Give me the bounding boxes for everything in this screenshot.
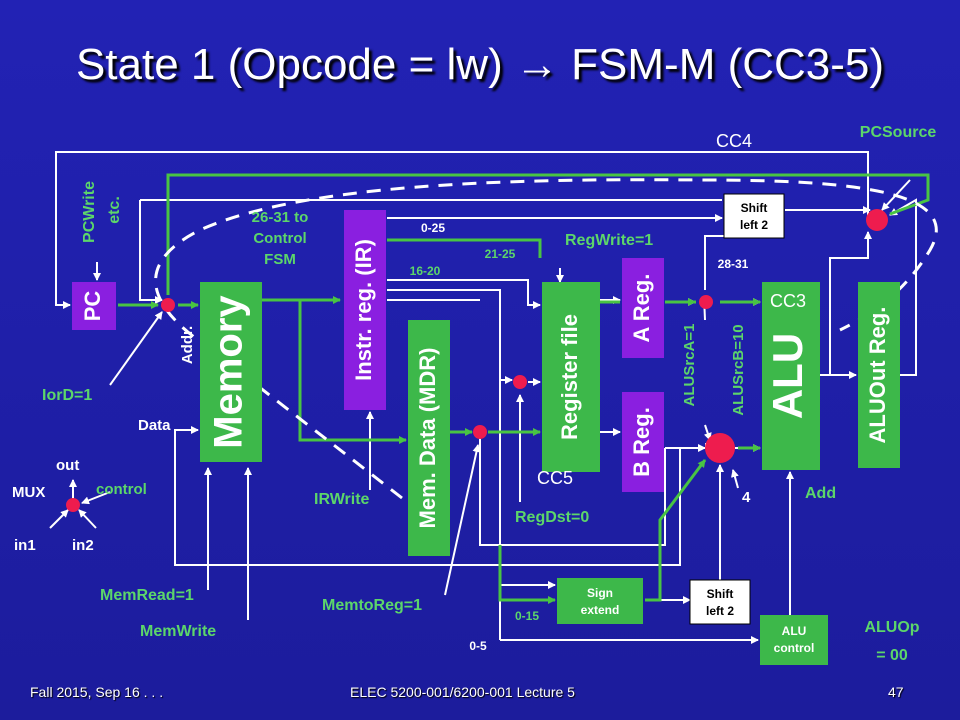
pc-block: PC — [72, 282, 116, 330]
bits-0-25-label: 0-25 — [421, 221, 445, 235]
pcsource-mux — [866, 209, 888, 231]
alu-control-block: ALU control — [760, 615, 828, 665]
alu-control-line2: control — [774, 641, 815, 655]
ir-label: Instr. reg. (IR) — [351, 239, 376, 381]
cc4-label: CC4 — [716, 131, 752, 151]
mdr-label: Mem. Data (MDR) — [415, 348, 440, 529]
aluop-line2: = 00 — [876, 647, 908, 664]
irwrite-label: IRWrite — [314, 491, 370, 508]
memtoreg-label: MemtoReg=1 — [322, 597, 422, 614]
sign-extend-line2: extend — [581, 603, 620, 617]
memwrite-label: MemWrite — [140, 623, 216, 640]
cc3-label: CC3 — [770, 291, 806, 311]
addr-label: Addr. — [179, 326, 196, 364]
register-file-label: Register file — [557, 314, 582, 440]
shift-left-top-block: Shift left 2 — [723, 193, 785, 239]
green-wires — [118, 173, 930, 604]
to-control-line3: FSM — [264, 251, 296, 268]
footer-date: Fall 2015, Sep 16 . . . — [30, 684, 164, 700]
memory-block: Memory — [200, 282, 262, 462]
bits-0-15-label: 0-15 — [515, 609, 539, 623]
slide-title: State 1 (Opcode = lw) → FSM-M (CC3-5) — [75, 40, 885, 89]
shift-top-line1: Shift — [741, 201, 768, 215]
b-reg-block: B Reg. — [622, 392, 664, 492]
mux-legend: out MUX control in1 in2 — [12, 457, 147, 554]
bits-28-31-label: 28-31 — [718, 257, 749, 271]
iord-mux — [161, 298, 175, 312]
alusrca-mux — [699, 295, 713, 309]
legend-in2: in2 — [72, 537, 94, 554]
muxes — [66, 209, 888, 512]
shift-left-bottom-block: Shift left 2 — [689, 579, 751, 625]
sign-extend-block: Sign extend — [557, 578, 643, 624]
aluout-label: ALUOut Reg. — [865, 307, 890, 444]
b-reg-label: B Reg. — [629, 407, 654, 477]
state-path-dashed — [154, 178, 938, 500]
legend-in1: in1 — [14, 537, 36, 554]
legend-mux-label: MUX — [12, 484, 45, 501]
bits-21-25-label: 21-25 — [485, 247, 516, 261]
legend-mux — [66, 498, 80, 512]
alusrca-label: ALUSrcA=1 — [681, 324, 698, 407]
iord-label: IorD=1 — [42, 387, 92, 404]
legend-control: control — [96, 481, 147, 498]
bits-16-20-label: 16-20 — [410, 264, 441, 278]
footer-course: ELEC 5200-001/6200-001 Lecture 5 — [350, 684, 575, 700]
add-label: Add — [805, 485, 836, 502]
bits-0-5-label: 0-5 — [469, 639, 487, 653]
a-reg-label: A Reg. — [629, 274, 654, 343]
register-file-block: Register file — [542, 282, 600, 472]
four-label: 4 — [742, 489, 751, 506]
alu-block: ALU — [762, 282, 820, 470]
memtoreg-mux — [473, 425, 487, 439]
alu-label: ALU — [764, 333, 811, 419]
aluop-line1: ALUOp — [864, 619, 919, 636]
regdst-label: RegDst=0 — [515, 509, 589, 526]
pcwrite-label: PCWrite — [81, 181, 98, 243]
sign-extend-line1: Sign — [587, 586, 613, 600]
labels: PCWrite etc. Addr. Data IorD=1 26-31 to … — [42, 124, 936, 664]
shift-top-line2: left 2 — [740, 218, 768, 232]
pc-label: PC — [80, 291, 105, 322]
alusrcb-label: ALUSrcB=10 — [730, 324, 747, 415]
regdst-mux — [513, 375, 527, 389]
to-control-line1: 26-31 to — [252, 209, 309, 226]
cc5-label: CC5 — [537, 468, 573, 488]
ir-block: Instr. reg. (IR) — [344, 210, 386, 410]
legend-out: out — [56, 457, 79, 474]
alu-control-line1: ALU — [782, 624, 807, 638]
aluout-block: ALUOut Reg. — [858, 282, 900, 468]
shift-bottom-line1: Shift — [707, 587, 734, 601]
a-reg-block: A Reg. — [622, 258, 664, 358]
data-label: Data — [138, 417, 171, 434]
regwrite-label: RegWrite=1 — [565, 232, 653, 249]
etc-label: etc. — [106, 196, 123, 224]
memory-label: Memory — [207, 295, 251, 449]
to-control-line2: Control — [253, 230, 306, 247]
mdr-block: Mem. Data (MDR) — [408, 320, 450, 556]
white-wires — [49, 151, 917, 644]
shift-bottom-line2: left 2 — [706, 604, 734, 618]
memread-label: MemRead=1 — [100, 587, 194, 604]
alusrcb-mux — [705, 433, 735, 463]
footer-page-number: 47 — [888, 684, 904, 700]
pcsource-label: PCSource — [860, 124, 937, 141]
